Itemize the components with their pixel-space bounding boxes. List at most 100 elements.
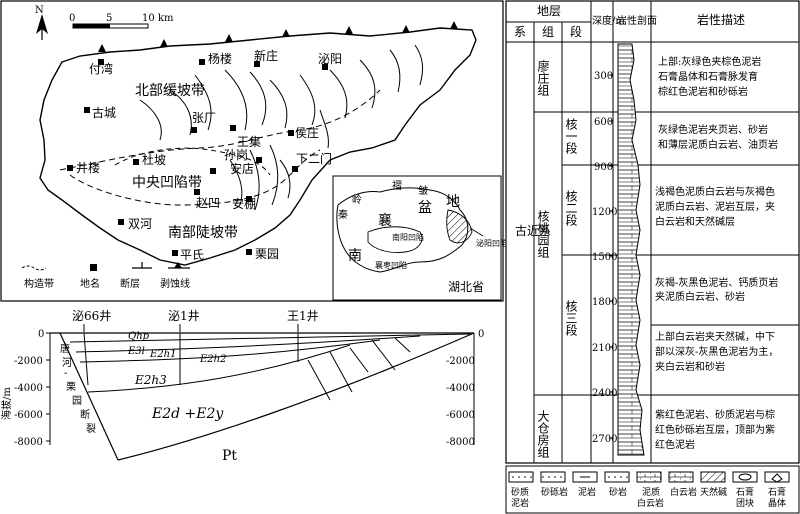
place-label: 付湾 — [89, 61, 113, 76]
legend-label: 泥岩 — [578, 486, 596, 498]
svg-text:上部白云岩夹天然碱，中下: 上部白云岩夹天然碱，中下 — [655, 330, 775, 343]
north-label: N — [35, 5, 44, 16]
depth-tick: 2100 — [592, 343, 617, 354]
svg-text:-: - — [64, 368, 67, 379]
group-liaozhuang: 廖庄组 — [536, 59, 550, 96]
inset-label: 褶 — [392, 179, 402, 192]
left-tick: -8000 — [14, 437, 43, 448]
place-label: 古城 — [92, 105, 116, 120]
description-block-5: 上部白云岩夹天然碱，中下 部以深灰-灰黑色泥岩为主， 夹白云岩和砂岩 — [655, 330, 778, 373]
place-label: 栗园 — [255, 247, 279, 261]
place-label: 杨楼 — [208, 51, 232, 66]
map-panel: N 0 5 10 km — [0, 0, 508, 302]
inset-label: 秦 — [338, 208, 348, 221]
legend-label: 白云岩 — [637, 497, 664, 509]
north-arrow-icon — [36, 14, 48, 40]
inset-label: 南阳凹陷 — [392, 232, 424, 242]
inset-map — [332, 175, 502, 301]
right-tick: -8000 — [446, 437, 475, 448]
description-block-4: 灰褐-灰黑色泥岩、钙质页岩 夹泥质白云岩、砂岩 — [655, 276, 778, 303]
left-tick: -6000 — [14, 410, 43, 421]
svg-text:灰褐-灰黑色泥岩、钙质页岩: 灰褐-灰黑色泥岩、钙质页岩 — [655, 276, 778, 289]
svg-text:部以深灰-灰黑色泥岩为主，: 部以深灰-灰黑色泥岩为主， — [655, 345, 778, 358]
col-header-strata: 地层 — [537, 4, 561, 18]
place-label: 平氏 — [180, 248, 204, 262]
zone-label-south: 南部陡坡带 — [168, 225, 238, 241]
scale-end: 10 km — [142, 13, 174, 24]
place-label: 新庄 — [254, 48, 278, 63]
well-label: 王1井 — [287, 309, 319, 323]
place-label: 侯庄 — [295, 125, 319, 140]
place-label: 孙岗 — [224, 148, 248, 162]
svg-text:红色砂砾岩互层，顶部为紫: 红色砂砾岩互层，顶部为紫 — [655, 423, 775, 436]
inset-label: 南 — [348, 248, 362, 264]
depth-tick: 900 — [594, 162, 613, 173]
map-legend — [21, 262, 190, 271]
svg-text:紫红色泥岩、砂质泥岩与棕: 紫红色泥岩、砂质泥岩与棕 — [655, 408, 775, 421]
inset-label: 岭 — [352, 193, 362, 206]
boundary-fault-marks — [98, 21, 458, 52]
place-label: 下二门 — [296, 151, 332, 166]
description-block-1: 上部:灰绿色夹棕色泥岩 石膏晶体和石膏脉发育 棕红色泥岩和砂砾岩 — [658, 55, 761, 98]
svg-text:栗: 栗 — [66, 381, 76, 393]
group-hetaoyuan: 核桃园组 — [536, 210, 550, 258]
cross-section: 泌66井 泌1井 王1井 0 -2000 -4000 -6000 -8000 0… — [0, 309, 484, 464]
layer-label-pt: Pt — [222, 448, 237, 464]
left-tick: -2000 — [14, 356, 43, 367]
description-block-3: 浅褐色泥质白云岩与灰褐色 泥质白云岩、泥岩互层，夹 白云岩和天然碱层 — [655, 185, 775, 228]
svg-text:裂: 裂 — [86, 422, 96, 435]
right-tick: -4000 — [446, 383, 475, 394]
layer-lines — [69, 333, 471, 393]
section-faults — [307, 337, 411, 401]
depth-tick: 1800 — [592, 297, 617, 308]
place-label: 安店 — [230, 161, 254, 176]
depth-tick: 600 — [594, 117, 613, 128]
svg-text:白云岩和天然碱层: 白云岩和天然碱层 — [655, 215, 735, 228]
svg-text:河: 河 — [62, 357, 72, 369]
col-header-system: 系 — [514, 25, 526, 39]
member-1: 核一段 — [564, 118, 578, 155]
inset-label: 湖北省 — [448, 279, 484, 294]
legend-label: 天然碱 — [700, 486, 727, 498]
svg-text:灰绿色泥岩夹页岩、砂岩: 灰绿色泥岩夹页岩、砂岩 — [658, 123, 768, 136]
right-tick: -6000 — [446, 410, 475, 421]
depth-tick: 2400 — [592, 388, 617, 399]
zone-boundary-south — [69, 149, 321, 206]
svg-text:泥质白云岩、泥岩互层，夹: 泥质白云岩、泥岩互层，夹 — [655, 200, 775, 213]
zone-label-central: 中央凹陷带 — [132, 175, 202, 191]
legend-label: 泥质 — [642, 486, 660, 498]
svg-text:断: 断 — [80, 408, 90, 421]
legend-fault: 断层 — [120, 277, 140, 290]
inset-label: 襄 — [378, 213, 392, 229]
scale-bar — [72, 23, 149, 29]
layer-label-e3l: E3l — [127, 346, 145, 357]
layer-label-e2d-e2y: E2d +E2y — [151, 406, 224, 422]
inset-label: 盆 — [418, 200, 432, 216]
right-tick: 0 — [478, 329, 484, 340]
col-header-description: 岩性描述 — [697, 12, 745, 27]
system-name: 古近系 — [515, 223, 551, 238]
strat-column: 地层 系 组 段 深度/m 岩性剖面 岩性描述 古近系 廖庄组 核桃园组 大仓房… — [505, 0, 800, 464]
place-markers — [67, 59, 328, 256]
place-label: 赵凹 — [196, 196, 220, 210]
legend-label: 砂质 — [511, 486, 529, 498]
scale-mid: 5 — [106, 13, 112, 24]
zone-boundary-north — [59, 89, 381, 171]
member-2: 核二段 — [564, 190, 578, 227]
svg-text:浅褐色泥质白云岩与灰褐色: 浅褐色泥质白云岩与灰褐色 — [655, 185, 775, 198]
legend-label: 砂砾岩 — [541, 486, 568, 498]
place-label: 泌阳 — [318, 52, 342, 66]
description-block-6: 紫红色泥岩、砂质泥岩与棕 红色砂砾岩互层，顶部为紫 红色泥岩 — [655, 408, 775, 451]
depth-tick: 2700 — [592, 434, 617, 445]
depth-tick: 1200 — [592, 207, 617, 218]
legend-label: 白云岩 — [670, 486, 697, 498]
depth-tick: 300 — [594, 71, 613, 82]
zone-boundary-inner — [114, 147, 271, 176]
fault-name: 唐 河 - 栗 园 断 裂 — [60, 342, 96, 435]
place-label: 井楼 — [76, 160, 100, 175]
svg-text:上部:灰绿色夹棕色泥岩: 上部:灰绿色夹棕色泥岩 — [658, 55, 761, 68]
well-label: 泌1井 — [168, 309, 200, 323]
member-3: 核三段 — [564, 300, 578, 337]
svg-text:园: 园 — [72, 395, 82, 407]
